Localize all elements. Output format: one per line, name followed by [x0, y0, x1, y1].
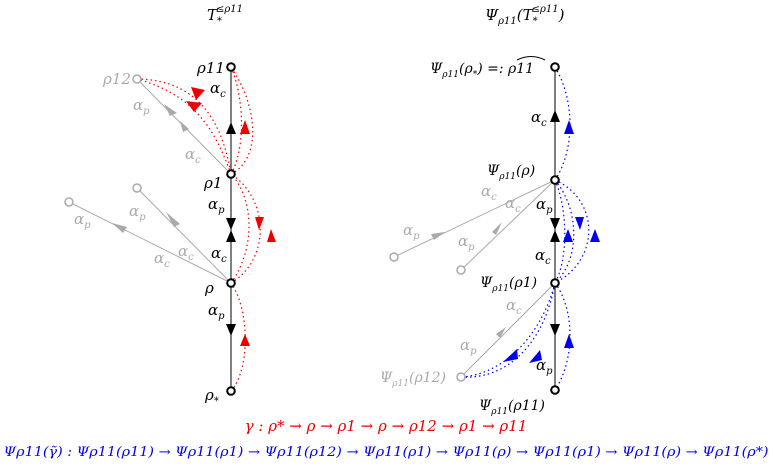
svg-text:αc: αc — [506, 296, 522, 317]
svg-text:αp: αp — [133, 96, 150, 117]
caption-gamma: γ : ρ* → ρ → ρ1 → ρ → ρ12 → ρ1 → ρ11 — [245, 417, 528, 435]
svg-text:αp: αp — [460, 336, 477, 357]
right-grey-arrows — [431, 222, 506, 338]
left-arrow-down-mid — [226, 218, 236, 230]
right-node-psi-rho11 — [550, 385, 560, 395]
right-edge-midtop-label: αp — [536, 195, 553, 216]
right-node-psi-rho — [550, 175, 560, 185]
left-label-rho: ρ — [204, 279, 214, 297]
right-edge-top-label: αc — [531, 108, 547, 129]
left-label-rho12: ρ12 — [102, 70, 131, 88]
left-grey-arrows — [112, 104, 189, 233]
right-label-psi-rho12: Ψρ11(ρ12) — [380, 370, 446, 389]
svg-text:αp: αp — [129, 202, 146, 223]
right-tree: Ψρ11(T*≤ρ11) — [380, 4, 600, 417]
right-node-psi-rho1 — [550, 278, 560, 288]
svg-text:αp: αp — [403, 221, 420, 242]
right-branch-psi-rho12-edge — [460, 282, 556, 378]
right-label-psi-rho1: Ψρ11(ρ1) — [480, 275, 537, 294]
right-node-psi-rho12 — [456, 372, 466, 382]
left-node-rho1 — [226, 169, 236, 179]
svg-text:αc: αc — [185, 145, 201, 166]
left-edge-top-label: αc — [210, 79, 226, 100]
left-grey-edge-labels: αp αc αp αc αp αc — [74, 96, 201, 270]
svg-text:αc: αc — [505, 194, 521, 215]
right-label-psi-rho11: Ψρ11(ρ11) — [479, 398, 545, 417]
left-leaf-edge-a — [68, 201, 232, 284]
right-label-psi-rho: Ψρ11(ρ) — [487, 163, 535, 182]
right-blue-path — [460, 66, 590, 391]
left-node-rho — [226, 278, 236, 288]
right-hat-accent — [516, 56, 546, 61]
right-spine-arrows — [550, 110, 560, 336]
left-leaf-b — [132, 183, 142, 193]
right-title: Ψρ11(T*≤ρ11) — [485, 4, 565, 27]
left-red-arrows — [186, 87, 276, 346]
right-node-top — [550, 62, 560, 72]
svg-text:αc: αc — [178, 242, 194, 263]
left-arrow-up-top — [226, 122, 236, 134]
right-edge-bottom-label: αp — [536, 356, 553, 377]
right-leaf-edge-a — [393, 179, 556, 258]
right-arrow-up-top — [550, 110, 560, 122]
left-node-rho12 — [132, 74, 142, 84]
left-edge-midtop-label: αp — [208, 195, 225, 216]
left-edge-bottom-label: αp — [208, 301, 225, 322]
left-arrow-down-bottom — [226, 324, 236, 336]
right-grey-branches — [393, 179, 556, 378]
left-arrow-up-mid — [226, 230, 236, 242]
svg-text:αp: αp — [74, 210, 91, 231]
left-grey-nodes — [64, 74, 142, 207]
right-grey-edge-labels: αc αc αp αp αc αp — [403, 182, 522, 357]
left-label-rho1: ρ1 — [203, 174, 222, 192]
right-leaf-edge-b — [460, 179, 556, 271]
right-label-top: Ψρ11(ρ*) =: ρ11 — [430, 61, 534, 80]
left-black-nodes — [226, 62, 236, 396]
svg-text:αc: αc — [154, 249, 170, 270]
left-node-rho11 — [226, 62, 236, 72]
left-leaf-edge-b — [136, 187, 232, 284]
right-leaf-b — [456, 265, 466, 275]
right-edge-midbottom-label: αc — [535, 246, 551, 267]
right-arrow-down-bottom — [550, 324, 560, 336]
left-label-rho11: ρ11 — [196, 59, 225, 77]
right-arrow-up-mid — [550, 230, 560, 242]
left-edge-midbottom-label: αc — [211, 244, 227, 265]
svg-text:αc: αc — [481, 182, 497, 203]
left-leaf-a — [64, 197, 74, 207]
caption-psi: Ψρ11(γ̃) : Ψρ11(ρ11) → Ψρ11(ρ1) → Ψρ11(ρ… — [4, 445, 769, 460]
svg-text:αp: αp — [458, 232, 475, 253]
left-tree: T*≤ρ11 — [64, 4, 276, 407]
left-label-rho-star: ρ* — [204, 386, 219, 407]
right-blue-arrows — [503, 120, 600, 363]
left-spine-arrows — [226, 122, 236, 336]
right-arrow-down-mid — [550, 218, 560, 230]
right-leaf-a — [389, 252, 399, 262]
right-grey-nodes — [389, 252, 466, 382]
left-title: T*≤ρ11 — [207, 4, 243, 27]
right-black-nodes — [550, 62, 560, 395]
left-node-rho-star — [226, 386, 236, 396]
